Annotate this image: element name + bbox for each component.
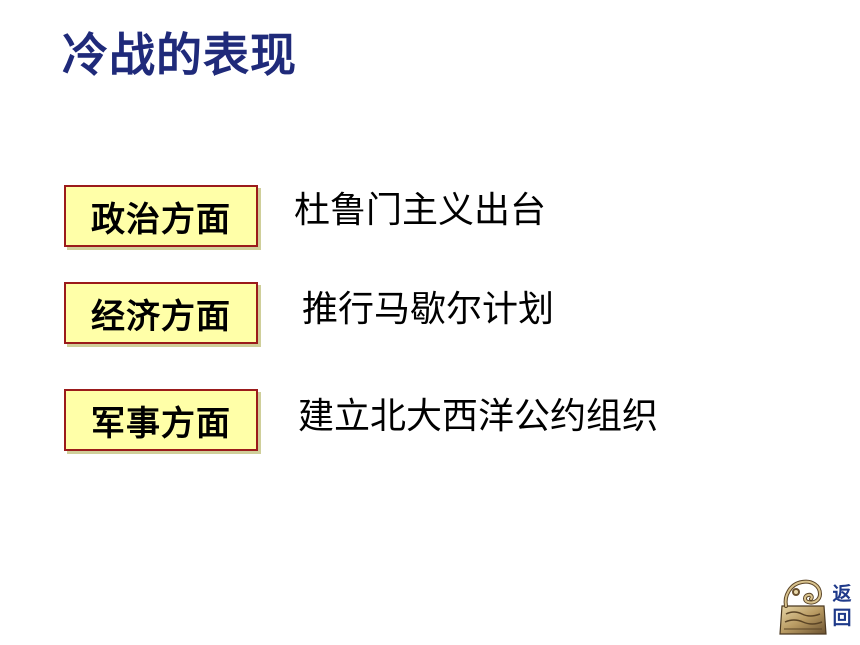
row-military: 军事方面 建立北大西洋公约组织 (64, 389, 764, 455)
row-value-economy: 推行马歇尔计划 (302, 289, 555, 330)
row-label-military: 军事方面 (64, 389, 258, 451)
back-button[interactable]: 返回 (776, 576, 856, 638)
row-economy: 经济方面 推行马歇尔计划 (64, 282, 764, 348)
row-value-military: 建立北大西洋公约组织 (298, 396, 659, 437)
row-label-politics: 政治方面 (64, 185, 258, 247)
back-label: 返回 (832, 583, 852, 629)
row-label-economy: 经济方面 (64, 282, 258, 344)
row-value-politics: 杜鲁门主义出台 (294, 190, 547, 231)
ornamental-seal-icon (779, 579, 827, 635)
page-title: 冷战的表现 (62, 28, 297, 82)
row-politics: 政治方面 杜鲁门主义出台 (64, 185, 764, 251)
